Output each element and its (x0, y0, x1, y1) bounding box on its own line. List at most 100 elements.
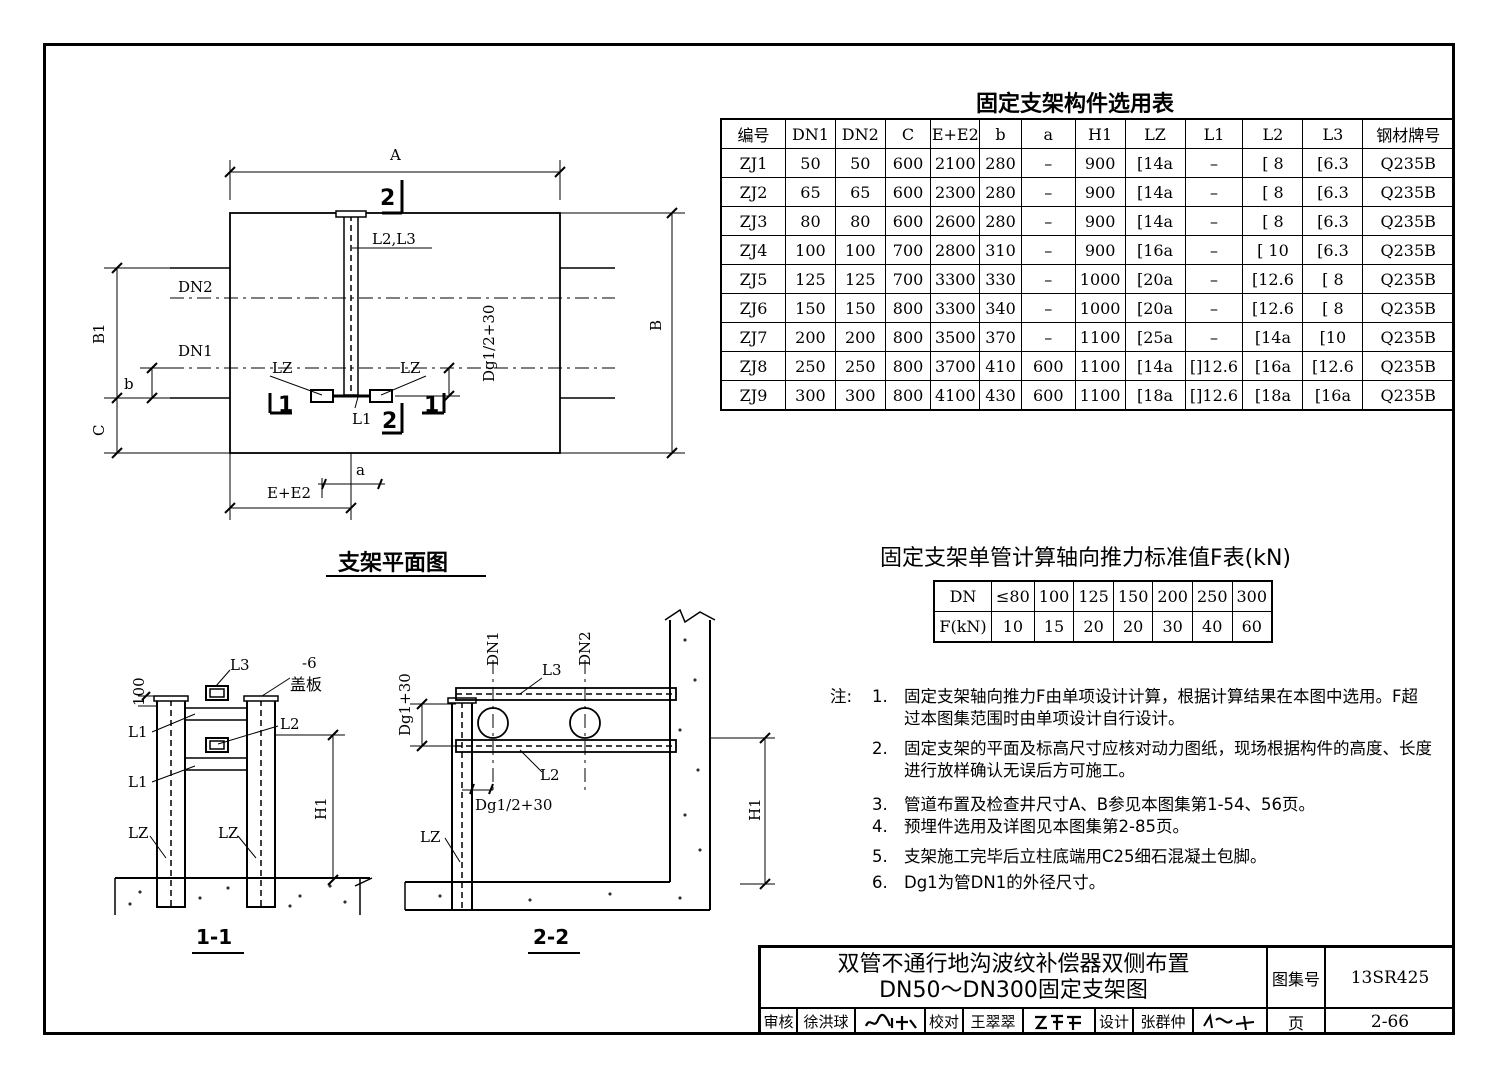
table-cell: 125 (785, 264, 836, 294)
plan-dim-A: A (389, 146, 401, 164)
table-header-cell: 钢材牌号 (1362, 118, 1455, 149)
table-cell: – (1020, 148, 1076, 178)
table-cell: ZJ1 (720, 148, 787, 178)
table-cell: – (1020, 322, 1076, 352)
sec1-label-LZ-right: LZ (218, 824, 238, 842)
table-cell: 410 (979, 351, 1022, 381)
table-cell: ≤80 (991, 580, 1035, 612)
page-label: 页 (1267, 1008, 1325, 1035)
table-header-cell: E+E2 (930, 118, 981, 149)
title-block-title: 双管不通行地沟波纹补偿器双侧布置 DN50～DN300固定支架图 (760, 947, 1267, 1008)
table-cell: [10 (1302, 322, 1364, 352)
table-cell: 30 (1152, 611, 1193, 643)
plan-view-title: 支架平面图 (338, 551, 449, 576)
table-cell: 250 (834, 351, 886, 381)
plan-dim-C: C (90, 425, 108, 436)
plan-section-2-top: 2 (380, 186, 395, 211)
table-header-cell: L1 (1184, 118, 1244, 149)
plan-dim-B1: B1 (90, 323, 108, 344)
table-cell: [6.3 (1302, 235, 1364, 265)
table-cell: 65 (785, 177, 836, 207)
designer-signature (1193, 1008, 1267, 1035)
table-cell: – (1020, 177, 1076, 207)
plan-section-1-left: 1 (278, 393, 293, 418)
table-cell: ZJ5 (720, 264, 787, 294)
table-cell: Q235B (1362, 322, 1455, 352)
table-cell: []12.6 (1184, 380, 1244, 411)
plan-dim-a: a (356, 461, 365, 479)
note-text: Dg1为管DN1的外径尺寸。 (904, 873, 1106, 892)
plan-dim-dg: Dg1/2+30 (480, 305, 498, 382)
table-cell: 1000 (1074, 264, 1126, 294)
plan-label-DN2: DN2 (178, 278, 213, 296)
table-cell: [12.6 (1242, 264, 1304, 294)
sec1-label-plate-thk: -6 (302, 654, 317, 672)
table-cell: ZJ7 (720, 322, 787, 352)
table-cell: 310 (979, 235, 1022, 265)
table-cell: 1100 (1074, 380, 1126, 411)
title-line-1: 双管不通行地沟波纹补偿器双侧布置 (837, 951, 1190, 977)
sec2-label-L2: L2 (540, 766, 560, 784)
table-cell: 1100 (1074, 351, 1126, 381)
note-text: 预埋件选用及详图见本图集第2-85页。 (904, 817, 1189, 836)
table-cell: [16a (1242, 351, 1304, 381)
table-cell: Q235B (1362, 235, 1455, 265)
table-header-cell: 编号 (720, 118, 787, 149)
table-header-cell: L2 (1242, 118, 1304, 149)
table-cell: – (1184, 264, 1244, 294)
note-text: 固定支架轴向推力F由单项设计计算，根据计算结果在本图中选用。F超过本图集范围时由… (904, 687, 1418, 728)
table-cell: 800 (884, 380, 932, 411)
section-2-2-drawing: DN1 DN2 L3 L2 LZ Dg1+30 Dg1/2+30 H1 (396, 608, 775, 911)
table-cell: 50 (785, 148, 836, 178)
sec2-label-L3: L3 (542, 661, 562, 679)
section-2-2-title-underline (528, 952, 580, 954)
plan-label-LZ-right: LZ (400, 359, 420, 377)
note-number: 2. (872, 739, 888, 758)
table-cell: ZJ8 (720, 351, 787, 381)
table-cell: 200 (834, 322, 886, 352)
table-cell: 200 (1152, 580, 1193, 612)
table-cell: 700 (884, 264, 932, 294)
table-cell: – (1184, 293, 1244, 323)
selection-table-title: 固定支架构件选用表 (976, 92, 1175, 117)
table-cell: Q235B (1362, 264, 1455, 294)
table-cell: 280 (979, 177, 1022, 207)
table-cell: [6.3 (1302, 206, 1364, 236)
table-header-cell: LZ (1124, 118, 1186, 149)
note-number: 6. (872, 873, 888, 892)
note-text: 固定支架的平面及标高尺寸应核对动力图纸，现场根据构件的高度、长度进行放样确认无误… (904, 739, 1432, 780)
table-cell: 280 (979, 206, 1022, 236)
table-cell: [ 8 (1242, 148, 1304, 178)
table-cell: 80 (834, 206, 886, 236)
table-cell: 430 (979, 380, 1022, 411)
table-header-cell: b (979, 118, 1022, 149)
table-cell: – (1020, 293, 1076, 323)
table-cell: Q235B (1362, 206, 1455, 236)
table-cell: 600 (884, 148, 932, 178)
plan-section-1-right: 1 (424, 393, 439, 418)
table-cell: Q235B (1362, 293, 1455, 323)
atlas-no-label: 图集号 (1267, 947, 1325, 1008)
table-cell: [ 8 (1302, 264, 1364, 294)
table-cell: 2600 (930, 206, 981, 236)
table-cell: ZJ3 (720, 206, 787, 236)
table-cell: [20a (1124, 264, 1186, 294)
table-cell: – (1184, 148, 1244, 178)
table-cell: 2800 (930, 235, 981, 265)
table-cell: 3700 (930, 351, 981, 381)
sec2-label-LZ: LZ (420, 828, 440, 846)
table-cell: 900 (1074, 206, 1126, 236)
table-cell: 280 (979, 148, 1022, 178)
sec2-dim-dg1: Dg1+30 (396, 673, 414, 736)
drawing-frame (43, 43, 1455, 1035)
table-cell: 3300 (930, 293, 981, 323)
table-cell: 340 (979, 293, 1022, 323)
sec1-label-L3: L3 (230, 656, 250, 674)
table-cell: ZJ2 (720, 177, 787, 207)
table-cell: [ 8 (1242, 177, 1304, 207)
table-cell: – (1020, 235, 1076, 265)
